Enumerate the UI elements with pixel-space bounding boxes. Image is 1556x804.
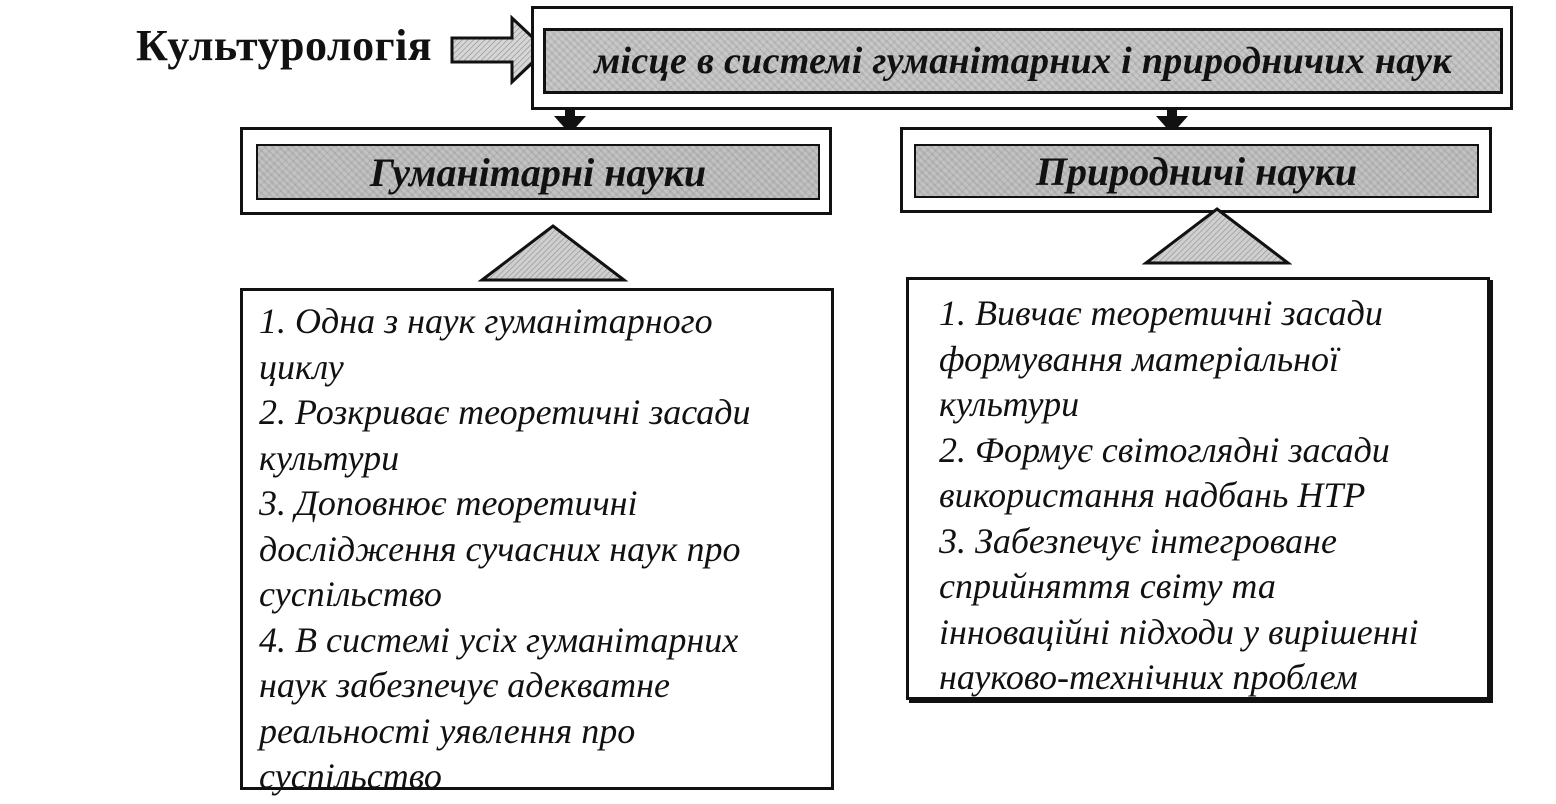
humanities-line: суспільство [259,756,442,796]
natural-lines: 1. Вивчає теоретичні засади формування м… [939,291,1487,701]
natural-line: 1. Вивчає теоретичні засади [939,293,1383,333]
natural-line: науково-технічних проблем [939,657,1358,697]
natural-heading: Природничі науки [914,144,1479,198]
humanities-line: культури [259,437,400,478]
natural-line: використання надбань НТР [939,475,1366,515]
humanities-line: 4. В системі усіх гуманітарних [259,619,739,660]
top-box-label: місце в системі гуманітарних і природнич… [594,40,1452,82]
triangle-natural [1142,207,1292,265]
triangle-humanities [478,224,628,282]
natural-line: культури [939,384,1080,424]
humanities-line: наук забезпечує адекватне [259,665,670,705]
humanities-line: 1. Одна з наук гуманітарного [259,301,713,341]
down-arrow-natural [1156,108,1188,134]
natural-heading-label: Природничі науки [1035,148,1358,194]
connector-arrow-right [450,14,549,86]
humanities-line: 3. Доповнює теоретичні [259,483,638,523]
humanities-lines: 1. Одна з наук гуманітарного циклу 2. Ро… [259,299,831,800]
humanities-line: дослідження сучасних наук про [259,528,741,569]
humanities-heading-label: Гуманітарні науки [369,149,707,195]
humanities-content-box: 1. Одна з наук гуманітарного циклу 2. Ро… [240,288,834,796]
top-box: місце в системі гуманітарних і природнич… [543,28,1503,94]
natural-line: формування матеріальної [939,338,1339,379]
natural-line: сприйняття світу та [939,566,1276,606]
humanities-line: 2. Розкриває теоретичні засади [259,392,751,432]
humanities-line: циклу [259,346,344,387]
natural-line: інноваційні підходи у вирішенні [939,611,1419,652]
humanities-line: суспільство [259,574,442,614]
natural-line: 2. Формує світоглядні засади [939,429,1390,470]
humanities-heading: Гуманітарні науки [256,144,820,200]
natural-content-box: 1. Вивчає теоретичні засади формування м… [906,277,1490,700]
humanities-line: реальності уявлення про [259,710,636,751]
diagram-title: Культурологія [136,21,433,70]
natural-line: 3. Забезпечує інтегроване [939,520,1337,561]
down-arrow-humanities [554,108,586,134]
